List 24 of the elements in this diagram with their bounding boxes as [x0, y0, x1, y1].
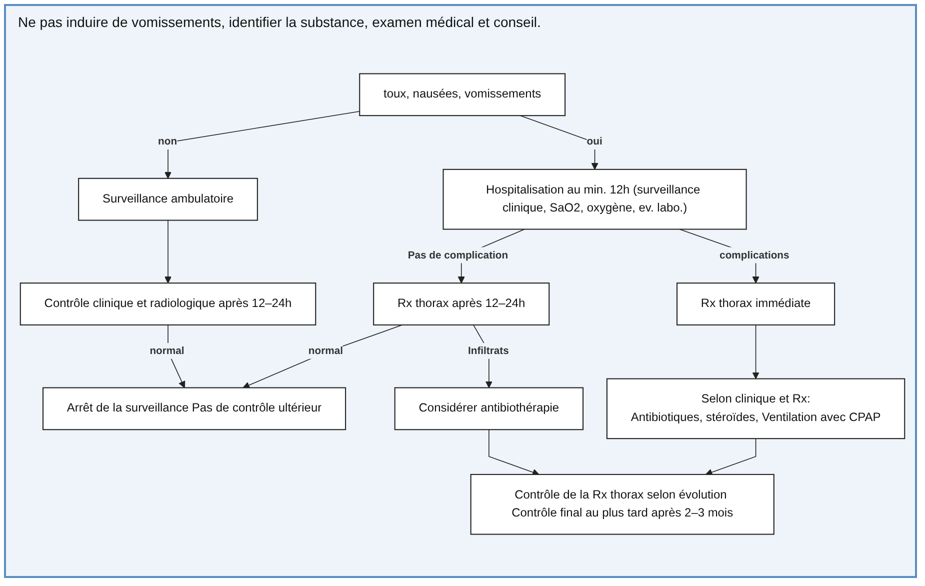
node-box: Contrôle clinique et radiologique après 12–24h [20, 282, 316, 326]
arrow [164, 110, 360, 179]
arrow [705, 438, 756, 476]
edge-label: Infiltrats [468, 344, 509, 356]
node-box: Considérer antibiothérapie [394, 387, 584, 430]
arrow [488, 429, 540, 476]
arrow [164, 220, 172, 284]
arrow [242, 324, 403, 388]
node-box: Contrôle de la Rx thorax selon évolution Contrôle final au plus tard après 2–3 mois [470, 474, 774, 535]
title: Ne pas induire de vomissements, identifier la substance, examen médical et conseil. [18, 14, 541, 30]
arrow [752, 324, 760, 380]
edge-label: Pas de complication [408, 248, 508, 261]
edge-label: normal [308, 344, 343, 356]
edge-label: non [158, 135, 178, 148]
edge-label: oui [586, 135, 602, 148]
node-box: Arrêt de la surveillance Pas de contrôle ultérieur [42, 387, 346, 430]
edge-label: complications [720, 248, 790, 261]
node-box: Rx thorax après 12–24h [373, 282, 550, 326]
node-box: Selon clinique et Rx: Antibiotiques, stéroïdes, Ventilation avec CPAP [606, 378, 906, 440]
node-box: toux, nausées, vomissements [359, 73, 566, 116]
node-box: Hospitalisation au min. 12h (surveillance clinique, SaO2, oxygène, ev. labo.) [442, 168, 747, 230]
node-box: Surveillance ambulatoire [78, 178, 258, 221]
node-box: Rx thorax immédiate [676, 282, 836, 326]
edge-label: normal [150, 344, 184, 356]
